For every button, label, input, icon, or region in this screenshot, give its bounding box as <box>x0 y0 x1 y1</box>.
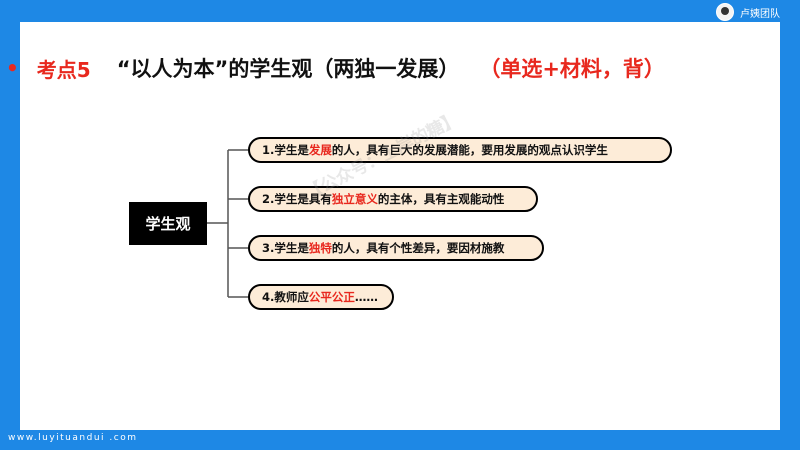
exam-point-label: 考点5 <box>36 57 91 82</box>
mindmap-branch-1: 1.学生是发展的人，具有巨大的发展潜能，要用发展的观点认识学生 <box>248 137 672 163</box>
branch-text-pre: 2.学生是具有 <box>262 192 332 206</box>
branch-highlight: 独立意义 <box>331 192 378 206</box>
branch-text-post: 的人，具有个性差异，要因材施教 <box>331 241 505 255</box>
slide-title: • 考点5 “以人为本”的学生观（两独一发展） （单选+材料，背） <box>6 48 766 88</box>
title-text: “以人为本”的学生观（两独一发展） <box>116 57 460 81</box>
mindmap-root: 学生观 <box>129 202 207 245</box>
mindmap-branch-4: 4.教师应公平公正…… <box>248 284 394 310</box>
branch-text-post: …… <box>354 290 378 304</box>
branch-text-post: 的人，具有巨大的发展潜能，要用发展的观点认识学生 <box>331 143 608 157</box>
brand-name: 卢姨团队 <box>740 8 780 20</box>
branch-highlight: 独特 <box>308 241 332 255</box>
mindmap-branch-2: 2.学生是具有独立意义的主体，具有主观能动性 <box>248 186 538 212</box>
brand-logo: 卢姨团队 <box>716 3 780 21</box>
branch-highlight: 发展 <box>308 143 332 157</box>
branch-highlight: 公平公正 <box>308 290 355 304</box>
title-bullet: • <box>6 56 19 80</box>
footer-url: www.luyituandui .com <box>8 433 138 443</box>
branch-text-pre: 3.学生是 <box>262 241 309 255</box>
branch-text-post: 的主体，具有主观能动性 <box>377 192 505 206</box>
mindmap-branch-3: 3.学生是独特的人，具有个性差异，要因材施教 <box>248 235 544 261</box>
connector-lines <box>207 149 248 298</box>
branch-text-pre: 1.学生是 <box>262 143 309 157</box>
question-type-tag: （单选+材料，背） <box>479 57 665 81</box>
branch-text-pre: 4.教师应 <box>262 290 309 304</box>
avatar-icon <box>716 3 734 21</box>
